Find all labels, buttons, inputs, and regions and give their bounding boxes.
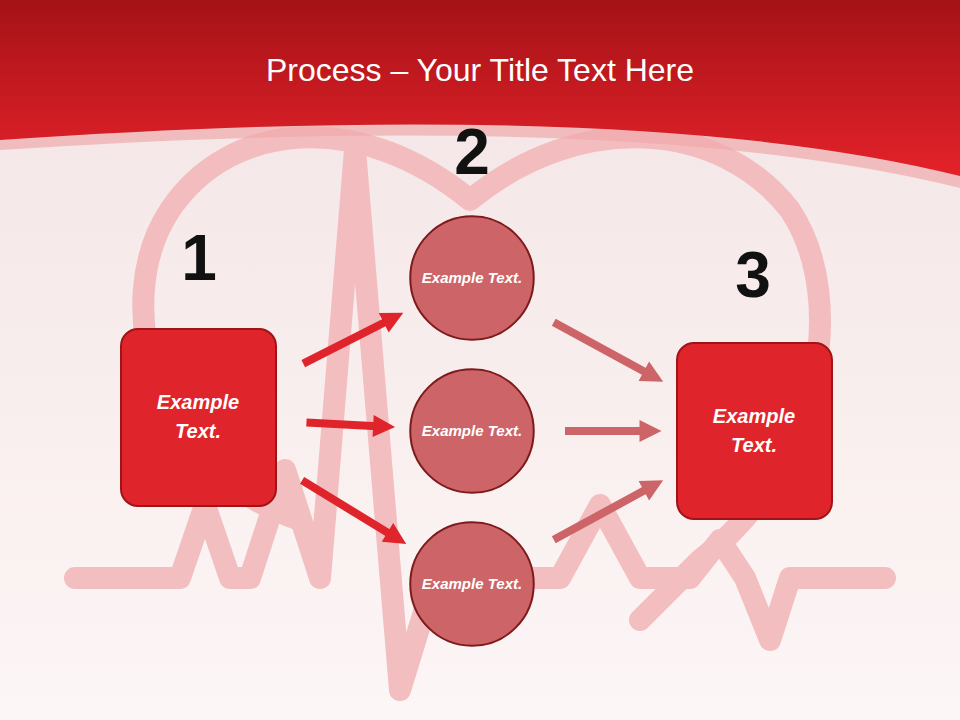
flow-arrow (306, 415, 395, 437)
arrow-head (639, 480, 664, 500)
process-circle: Example Text. (409, 215, 535, 341)
arrow-shaft (306, 423, 377, 427)
flow-arrow (303, 313, 403, 364)
node-text: Example Text. (422, 573, 522, 595)
process-circle: Example Text. (409, 368, 535, 494)
flow-arrow (554, 322, 663, 381)
callout-number: 1 (181, 221, 217, 295)
arrow-head (382, 523, 407, 544)
flow-arrow (554, 480, 663, 539)
arrow-shaft (565, 427, 644, 435)
node-text: Example Text. (422, 420, 522, 442)
process-box: Example Text. (120, 328, 277, 507)
callout-number: 3 (735, 238, 771, 312)
node-text: Example Text. (132, 388, 265, 446)
callout-number: 2 (454, 115, 490, 189)
node-text: Example Text. (688, 402, 821, 460)
flow-arrow (565, 420, 662, 442)
process-box: Example Text. (676, 342, 833, 520)
arrow-shaft (554, 489, 648, 540)
arrow-head (379, 313, 404, 333)
arrow-shaft (554, 322, 648, 373)
slide-title: Process – Your Title Text Here (0, 52, 960, 89)
arrow-head (640, 420, 662, 442)
node-text: Example Text. (422, 267, 522, 289)
arrow-head (639, 362, 664, 382)
arrow-shaft (303, 321, 387, 364)
process-circle: Example Text. (409, 521, 535, 647)
arrow-shaft (302, 480, 391, 534)
flow-arrow (302, 480, 406, 543)
arrow-head (373, 415, 396, 437)
